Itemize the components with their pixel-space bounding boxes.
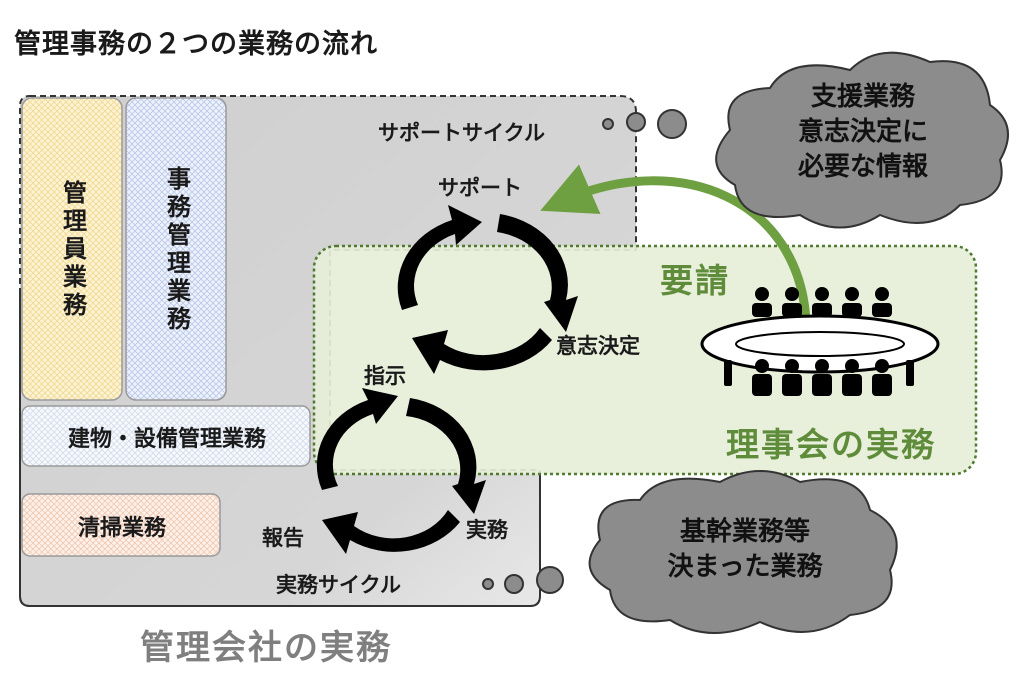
support-cycle-title: サポートサイクル xyxy=(378,121,545,145)
cloud-bottom-line: 基幹業務等 xyxy=(679,517,810,547)
work-cycle-title: 実務サイクル xyxy=(276,573,401,597)
cloud-bottom-line: 決まった業務 xyxy=(667,552,823,583)
instruction-label: 指示 xyxy=(364,364,406,388)
practice-label: 実務 xyxy=(466,518,508,542)
report-label: 報告 xyxy=(262,526,304,550)
cloud-top-line: 支援業務 xyxy=(810,82,915,112)
support-cycle-arrows xyxy=(397,205,578,374)
work-cycle-arrows xyxy=(316,388,486,554)
board-title: 理事会の実務 xyxy=(726,425,936,464)
seisou-box: 清掃業務 xyxy=(22,494,222,558)
cloud-bottom-text: 基幹業務等 決まった業務 xyxy=(640,515,850,585)
board-region xyxy=(312,244,978,476)
management-company-title: 管理会社の実務 xyxy=(140,628,392,668)
cloud-top-line: 意志決定に xyxy=(797,117,928,148)
decision-label: 意志決定 xyxy=(556,334,640,358)
tatemono-box: 建物・設備管理業務 xyxy=(22,406,312,468)
tatemono-label: 建物・設備管理業務 xyxy=(67,427,266,452)
kanriin-box: 管理員業務 xyxy=(22,98,124,402)
cloud-top-shape xyxy=(602,51,1009,229)
cloud-top-line: 必要な情報 xyxy=(797,152,928,183)
seisou-label: 清掃業務 xyxy=(77,516,166,541)
meeting-table-icon xyxy=(700,287,940,396)
jimu-kanri-box: 事務管理業務 xyxy=(126,98,228,402)
request-label: 要請 xyxy=(660,261,730,300)
support-label: サポート xyxy=(438,176,522,200)
jimu-kanri-label: 事務管理業務 xyxy=(162,166,191,334)
request-arrow xyxy=(540,164,811,327)
cloud-bottom-shape xyxy=(482,470,898,634)
cloud-top-text: 支援業務 意志決定に 必要な情報 xyxy=(768,80,958,185)
kanriin-label: 管理員業務 xyxy=(58,180,87,320)
page-title: 管理事務の２つの業務の流れ xyxy=(14,29,378,60)
